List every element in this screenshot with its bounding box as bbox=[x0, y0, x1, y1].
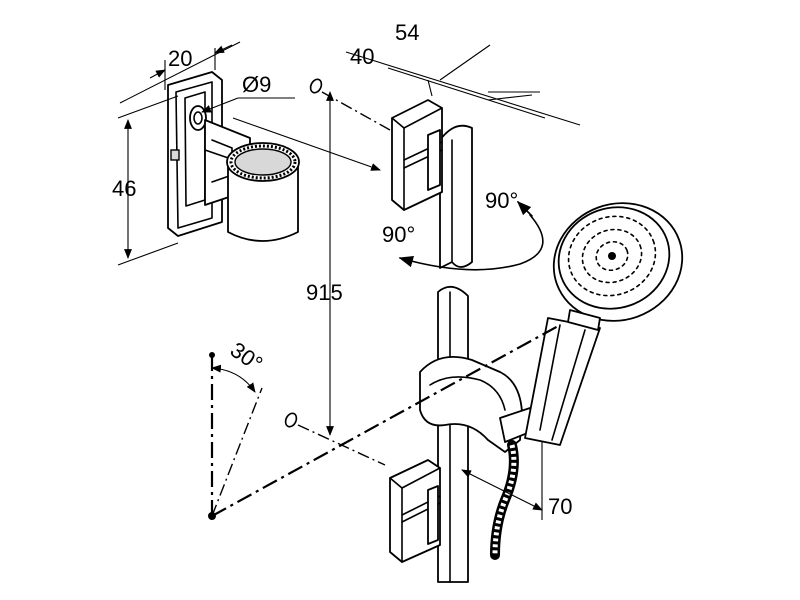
dim-bracket-height: 46 bbox=[112, 176, 136, 201]
dim-rotation-left: 90° bbox=[382, 222, 415, 247]
rotation-arrows bbox=[398, 200, 544, 271]
dim-rail-length: 915 bbox=[306, 280, 343, 305]
hole-marker-top bbox=[309, 78, 323, 94]
dim-tilt-angle: 30° bbox=[226, 337, 268, 377]
slider-rail-icon bbox=[389, 99, 536, 583]
dim-slider-width-b: 54 bbox=[395, 20, 419, 45]
tilt-angle-lines bbox=[208, 324, 561, 520]
dim-hole-diameter: Ø9 bbox=[242, 72, 271, 97]
holder-offset-dimension bbox=[461, 442, 543, 520]
dim-slider-width-a: 40 bbox=[350, 44, 374, 69]
hole-marker-bottom bbox=[284, 412, 298, 428]
wall-bracket-icon bbox=[167, 71, 300, 242]
dim-rotation-right: 90° bbox=[485, 188, 518, 213]
dim-bracket-depth: 20 bbox=[168, 46, 192, 71]
bracket-dimensions bbox=[117, 41, 295, 266]
slider-width-dimensions bbox=[345, 44, 581, 126]
shower-hose-icon bbox=[490, 440, 519, 560]
dim-holder-offset: 70 bbox=[548, 494, 572, 519]
hand-shower-icon bbox=[524, 202, 684, 446]
